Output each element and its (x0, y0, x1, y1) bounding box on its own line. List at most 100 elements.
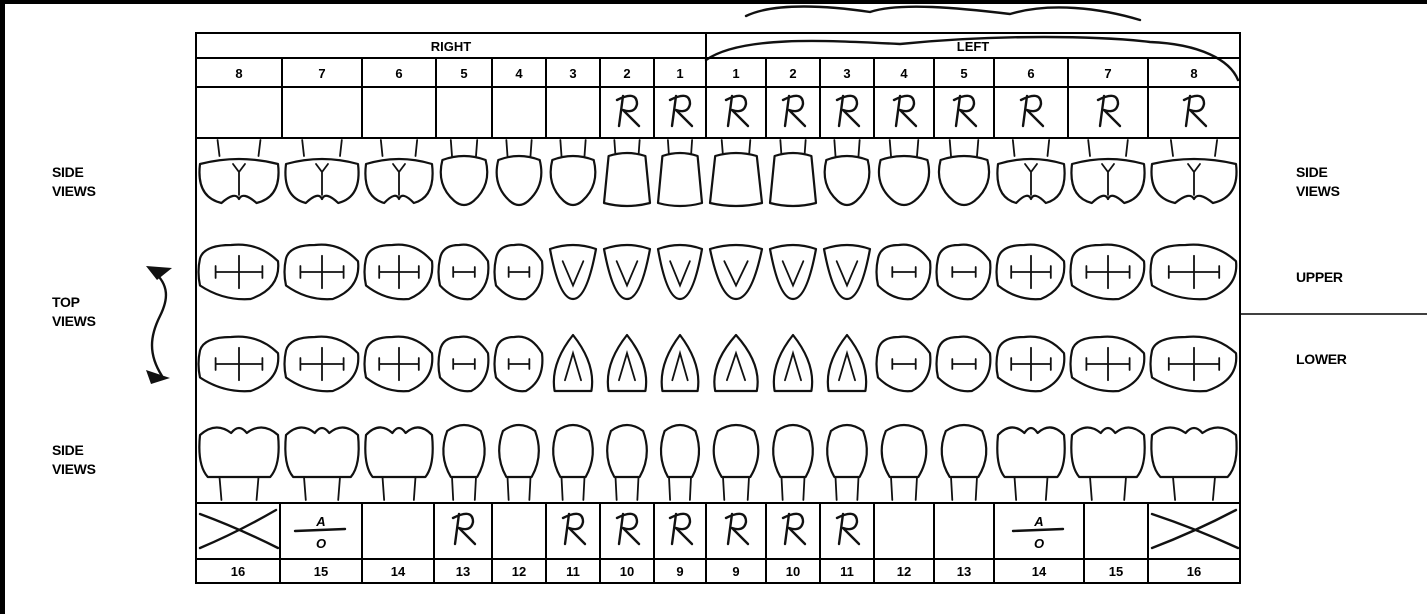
tooth-root (531, 140, 532, 156)
tooth-root (304, 477, 306, 500)
lower-occlusal-tooth (774, 335, 812, 391)
tooth-outline (774, 335, 812, 391)
lower-occlusal-tooth (937, 337, 991, 392)
upper-tooth-number: 3 (569, 66, 576, 81)
tooth-root (585, 140, 586, 156)
upper-occlusal-tooth (495, 245, 543, 300)
lower-tooth-number: 15 (1109, 564, 1123, 579)
tooth-root (562, 477, 563, 500)
upper-occlusal-tooth (997, 245, 1065, 300)
upper-tooth-number: 5 (460, 66, 467, 81)
lower-annotation-mark (617, 514, 639, 544)
tooth-crown (607, 425, 647, 477)
tooth-crown (499, 425, 539, 477)
lower-side-tooth (1151, 427, 1236, 500)
upper-annotation-mark (726, 96, 748, 126)
tooth-outline (604, 245, 650, 299)
upper-side-tooth (770, 140, 816, 206)
lower-tooth-number: 16 (231, 564, 245, 579)
lower-annotation-mark (726, 514, 748, 544)
lower-tooth-number: 11 (566, 564, 580, 579)
tooth-root (803, 477, 804, 500)
upper-tooth-number: 1 (676, 66, 683, 81)
upper-tooth-number: 4 (515, 66, 523, 81)
lower-tooth-number: 9 (676, 564, 683, 579)
tooth-crown (714, 425, 759, 477)
tooth-root (1126, 140, 1128, 156)
upper-side-tooth (997, 140, 1064, 203)
upper-side-tooth (497, 140, 542, 205)
tooth-root (259, 140, 261, 156)
lower-annotation-mark (200, 510, 278, 548)
tooth-crown (658, 153, 702, 206)
tooth-root (1046, 477, 1048, 500)
upper-tooth-number: 2 (789, 66, 796, 81)
lower-side-tooth (714, 425, 759, 500)
tooth-root (476, 140, 477, 156)
tooth-root (257, 477, 259, 500)
tooth-root (1124, 477, 1126, 500)
restoration-mark-icon (1021, 96, 1043, 126)
extraction-mark-icon (200, 510, 278, 548)
lower-tooth-number: 10 (620, 564, 634, 579)
chart-frame (196, 33, 1240, 583)
tooth-root (951, 477, 952, 500)
tooth-root (1090, 477, 1092, 500)
tooth-crown (825, 156, 870, 205)
tooth-root (836, 477, 837, 500)
lower-tooth-number: 12 (512, 564, 526, 579)
upper-occlusal-tooth (604, 245, 650, 299)
tooth-crown (604, 153, 650, 206)
lower-occlusal-tooth (608, 335, 646, 391)
upper-side-tooth (604, 140, 650, 206)
upper-side-tooth (199, 140, 278, 203)
tooth-root (1173, 477, 1175, 500)
restoration-mark-icon (894, 96, 916, 126)
upper-occlusal-tooth (439, 245, 489, 300)
tooth-crown (939, 156, 989, 205)
upper-tooth-number: 6 (395, 66, 402, 81)
lower-side-tooth (942, 425, 987, 500)
lower-occlusal-tooth (199, 337, 279, 392)
lower-occlusal-tooth (1151, 337, 1237, 392)
upper-annotation-mark (783, 96, 805, 126)
tooth-outline (770, 245, 816, 299)
tooth-root (834, 140, 835, 156)
lower-side-tooth (285, 427, 358, 500)
restoration-mark-icon (954, 96, 976, 126)
lower-tooth-number: 9 (732, 564, 739, 579)
tooth-crown (441, 156, 488, 205)
upper-occlusal-tooth (824, 245, 870, 299)
upper-side-tooth (658, 140, 702, 206)
tooth-root (1048, 140, 1050, 156)
tooth-root (859, 140, 860, 156)
tooth-crown (770, 153, 816, 206)
upper-occlusal-tooth (199, 245, 279, 300)
tooth-crown (497, 156, 542, 205)
lower-occlusal-tooth (554, 335, 592, 391)
tooth-root (302, 140, 304, 156)
lower-tooth-number: 12 (897, 564, 911, 579)
lower-occlusal-tooth (495, 337, 543, 392)
upper-annotation-mark (1021, 96, 1043, 126)
lower-annotation-mark (453, 514, 475, 544)
tooth-root (508, 477, 509, 500)
lower-tooth-number: 13 (456, 564, 470, 579)
upper-tooth-number: 3 (843, 66, 850, 81)
restoration-mark-icon (837, 96, 859, 126)
tooth-crown (773, 425, 813, 477)
tooth-root (414, 477, 416, 500)
grid-layer (196, 33, 1240, 583)
restoration-mark-icon (837, 514, 859, 544)
lower-side-tooth (773, 425, 813, 500)
tooth-root (1215, 140, 1217, 156)
bracket-arrow-up-icon (146, 266, 172, 280)
lower-occlusal-tooth (877, 337, 931, 392)
restoration-mark-icon (453, 514, 475, 544)
tooth-root (690, 477, 691, 500)
tooth-crown (942, 425, 987, 477)
tooth-outline (608, 335, 646, 391)
top-views-bracket (152, 271, 166, 376)
lower-tooth-number: 11 (840, 564, 854, 579)
upper-occlusal-tooth (1151, 245, 1237, 300)
